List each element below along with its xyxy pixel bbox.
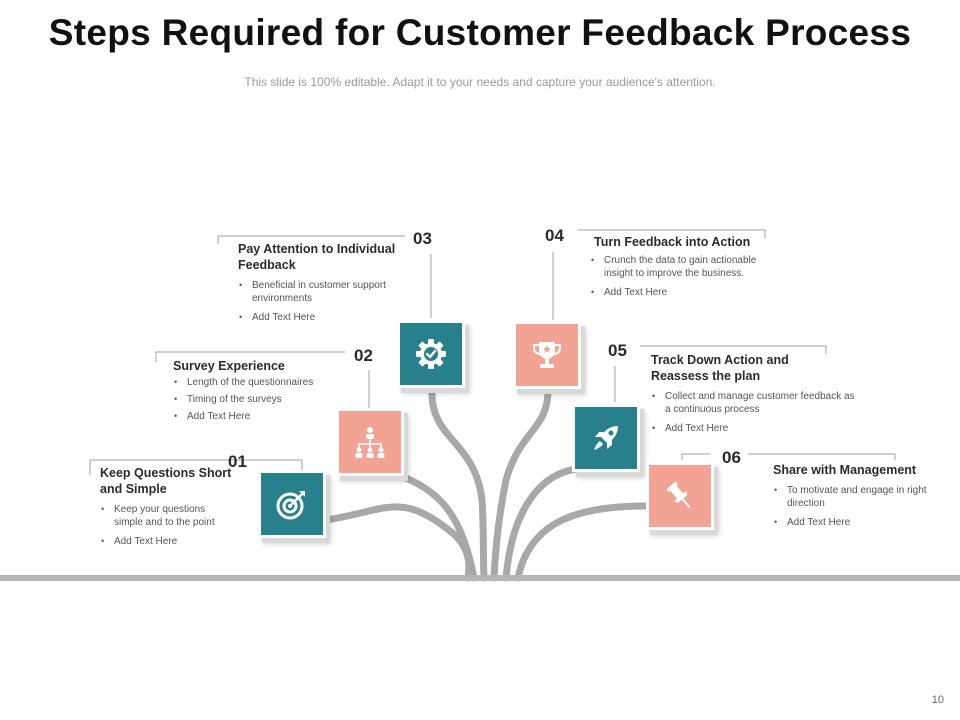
step-tile-04[interactable] bbox=[513, 321, 581, 389]
leader-line-06 bbox=[681, 453, 710, 460]
branch-04 bbox=[490, 386, 552, 582]
leader-line-02 bbox=[155, 351, 345, 362]
step-05-bullet: Collect and manage customer feedback as … bbox=[651, 390, 861, 416]
step-number-02: 02 bbox=[354, 346, 373, 365]
tree-branches bbox=[322, 386, 656, 582]
step-number-04: 04 bbox=[545, 226, 564, 245]
step-text-05: Track Down Action and Reassess the plan … bbox=[651, 352, 861, 441]
page-subtitle: This slide is 100% editable. Adapt it to… bbox=[244, 75, 716, 89]
step-tile-03[interactable] bbox=[397, 320, 465, 388]
step-title-03: Pay Attention to Individual Feedback bbox=[238, 242, 396, 272]
step-number-01: 01 bbox=[228, 452, 247, 471]
page-title: Steps Required for Customer Feedback Pro… bbox=[48, 12, 912, 53]
step-04-bullet: Crunch the data to gain actionable insig… bbox=[590, 254, 780, 280]
target-icon bbox=[276, 491, 305, 520]
step-number-06: 06 bbox=[722, 448, 741, 467]
step-02-bullet: Timing of the surveys bbox=[173, 393, 338, 406]
step-number-03: 03 bbox=[413, 229, 432, 248]
step-text-04: Turn Feedback into Action Crunch the dat… bbox=[590, 234, 780, 305]
step-03-bullet: Add Text Here bbox=[238, 311, 398, 324]
branch-06 bbox=[514, 502, 656, 582]
step-text-02: Survey Experience Length of the question… bbox=[173, 358, 338, 427]
branch-03 bbox=[428, 386, 488, 582]
pushpin-icon bbox=[666, 481, 691, 509]
step-tile-01[interactable] bbox=[258, 470, 326, 538]
step-tile-05[interactable] bbox=[572, 404, 640, 472]
step-06-bullet: Add Text Here bbox=[773, 516, 938, 529]
step-tile-06[interactable] bbox=[646, 462, 714, 530]
step-title-02: Survey Experience bbox=[173, 359, 285, 373]
step-04-bullet: Add Text Here bbox=[590, 286, 780, 299]
leader-line-05 bbox=[640, 345, 827, 354]
rocket-icon bbox=[594, 426, 618, 450]
step-02-bullet: Length of the questionnaires bbox=[173, 376, 338, 389]
branch-05 bbox=[502, 464, 589, 582]
step-06-bullet: To motivate and engage in right directio… bbox=[773, 484, 938, 510]
org-chart-icon bbox=[355, 427, 385, 458]
step-01-bullet: Keep your questions simple and to the po… bbox=[100, 503, 235, 529]
step-number-05: 05 bbox=[608, 341, 627, 360]
step-text-06: Share with Management To motivate and en… bbox=[773, 462, 938, 535]
leader-line-04 bbox=[578, 229, 766, 238]
step-05-bullet: Add Text Here bbox=[651, 422, 861, 435]
gear-check-icon bbox=[416, 339, 446, 369]
step-title-04: Turn Feedback into Action bbox=[594, 235, 751, 249]
step-title-06: Share with Management bbox=[773, 463, 917, 477]
step-title-01: Keep Questions Short and Simple bbox=[100, 466, 232, 496]
step-02-bullet: Add Text Here bbox=[173, 410, 338, 423]
leader-lines bbox=[89, 229, 896, 475]
step-03-bullet: Beneficial in customer support environme… bbox=[238, 279, 398, 305]
step-01-bullet: Add Text Here bbox=[100, 535, 235, 548]
branch-01 bbox=[322, 503, 473, 582]
page-number: 10 bbox=[931, 694, 944, 706]
step-text-01: Keep Questions Short and Simple Keep you… bbox=[100, 465, 235, 554]
leader-line-01 bbox=[89, 459, 303, 475]
step-tile-02[interactable] bbox=[336, 408, 404, 476]
step-text-03: Pay Attention to Individual Feedback Ben… bbox=[238, 241, 398, 330]
branch-02 bbox=[392, 470, 478, 582]
leader-line-03 bbox=[217, 235, 405, 244]
trophy-icon bbox=[533, 342, 561, 368]
step-title-05: Track Down Action and Reassess the plan bbox=[651, 353, 789, 383]
